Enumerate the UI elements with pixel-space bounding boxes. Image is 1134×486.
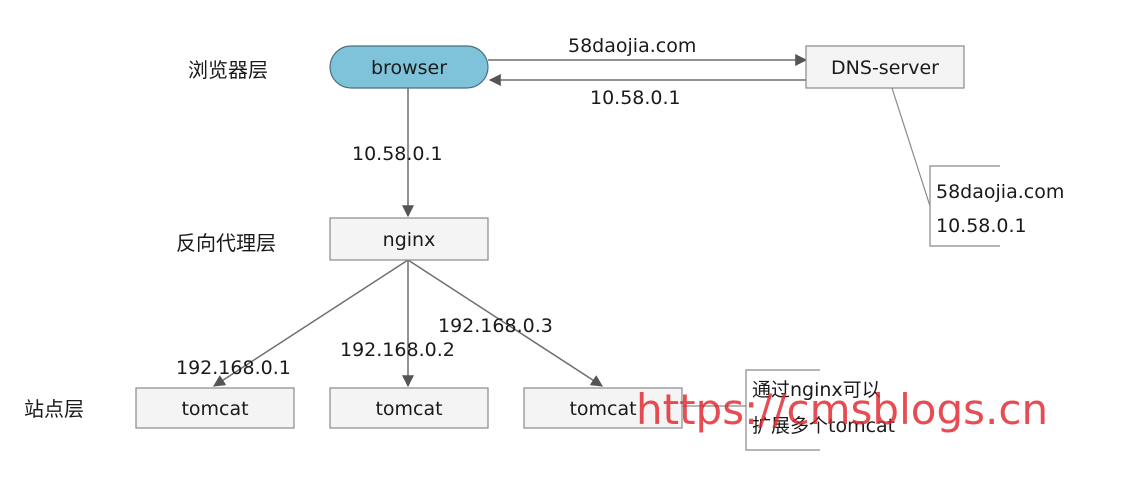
edge-label-tomcat2-ip: 192.168.0.2: [340, 339, 455, 361]
layer-label-site: 站点层: [24, 397, 84, 421]
node-tomcat-1-label: tomcat: [181, 398, 248, 420]
node-browser-label: browser: [371, 57, 447, 79]
edge-label-dns-ip: 10.58.0.1: [590, 87, 681, 109]
node-tomcat-2: tomcat: [329, 387, 489, 429]
edge-nginx-to-tomcat1: [212, 259, 409, 387]
node-tomcat-3-label: tomcat: [569, 398, 636, 420]
dns-record-domain: 58daojia.com: [936, 181, 1064, 203]
connector-dns-record: [891, 87, 931, 207]
edge-label-tomcat3-ip: 192.168.0.3: [438, 315, 553, 337]
layer-label-proxy: 反向代理层: [176, 231, 276, 255]
node-nginx: nginx: [329, 217, 489, 261]
layer-label-browser: 浏览器层: [188, 58, 268, 82]
node-tomcat-3: tomcat: [523, 387, 683, 429]
node-browser: browser: [329, 45, 489, 89]
edge-label-nginx-ip: 10.58.0.1: [352, 143, 443, 165]
dns-record-ip: 10.58.0.1: [936, 215, 1027, 237]
watermark-text: https://cmsblogs.cn: [636, 385, 1048, 434]
node-nginx-label: nginx: [383, 229, 436, 251]
edge-label-domain: 58daojia.com: [568, 35, 696, 57]
node-dns-server-label: DNS-server: [831, 57, 939, 79]
edge-label-tomcat1-ip: 192.168.0.1: [176, 357, 291, 379]
node-tomcat-2-label: tomcat: [375, 398, 442, 420]
node-dns-server: DNS-server: [805, 45, 965, 89]
nginx-note-line1: 通过nginx可以: [752, 379, 881, 401]
nginx-note-line2: 扩展多个tomcat: [752, 415, 895, 437]
edge-nginx-to-tomcat3: [407, 259, 604, 387]
dns-record-note: 58daojia.com 10.58.0.1: [929, 165, 1064, 247]
node-tomcat-1: tomcat: [135, 387, 295, 429]
nginx-scaling-note: 通过nginx可以 扩展多个tomcat: [745, 369, 895, 451]
